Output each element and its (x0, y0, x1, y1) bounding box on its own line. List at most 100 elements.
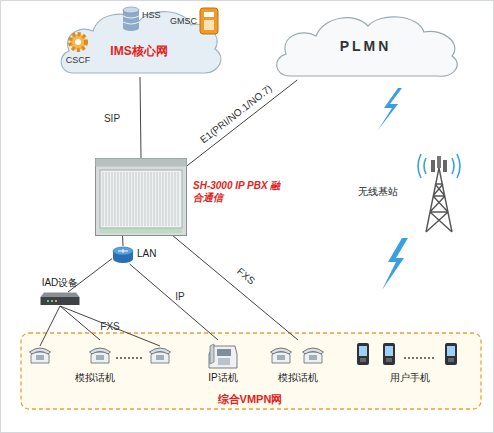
analog-phone-group-shape (303, 348, 324, 354)
analog-phone-group-shape (150, 348, 171, 354)
ip-pbx-chassis-shape (100, 170, 182, 228)
analog-phone-group-shape (304, 352, 322, 363)
gmsc-icon-shape (204, 12, 214, 17)
analog-phone-group: 模拟话机 (25, 340, 175, 386)
ip-pbx-chassis-shape (154, 172, 155, 226)
ip-phone-shape (217, 349, 231, 356)
ip-phone: IP话机 (198, 340, 248, 386)
iad-device-shape (47, 300, 49, 302)
mobile-phone-group-shape (408, 357, 410, 359)
ip-pbx-chassis-shape (103, 172, 104, 226)
analog-phone-group-shape (116, 357, 118, 359)
mobile-phone-group-shape (383, 343, 395, 365)
hss-icon-shape (123, 16, 139, 24)
analog-phone-group-shape (30, 348, 51, 354)
mobile-phone-group-shape (420, 357, 422, 359)
edge-label: SIP (104, 113, 120, 124)
connector-line (140, 77, 141, 158)
mobile-phone-group-shape (357, 343, 369, 365)
analog-phone-group-shape (277, 355, 285, 360)
mobile-phone-group-shape (386, 358, 392, 362)
analog-phone-group-shape (30, 348, 51, 363)
mobile-phone-group-shape (385, 346, 393, 356)
ip-pbx-chassis-shape (157, 172, 158, 226)
mobile-phone-group-shape (359, 346, 367, 356)
ip-pbx-chassis-shape (106, 172, 107, 226)
mobile-phone-group-shape (445, 343, 457, 365)
base-station-tower-shape (431, 160, 435, 172)
analog-phone-group-shape (90, 348, 111, 354)
node-label: IP话机 (198, 372, 248, 384)
base-station-tower-shape (418, 154, 460, 178)
analog-phone-group-shape (36, 355, 44, 360)
analog-phone-group-shape (132, 357, 134, 359)
gmsc-icon-shape (204, 20, 214, 30)
analog-phone-group-shape (272, 352, 290, 363)
connector-line (122, 236, 123, 246)
connector-line (173, 236, 298, 340)
analog-phone-group-shape (124, 357, 126, 359)
edge-label: FXS (235, 266, 257, 287)
ip-phone-shape (209, 344, 237, 368)
analog-phone-group-shape (151, 352, 169, 363)
cscf-icon-shape (70, 34, 86, 50)
mobile-phone-group-shape (445, 343, 457, 365)
analog-phone-group-shape (271, 348, 292, 363)
ip-pbx-chassis-shape (96, 159, 187, 167)
ip-pbx-chassis-shape (136, 172, 137, 226)
ip-pbx-chassis-shape (163, 172, 164, 226)
analog-phone-group-shape (309, 355, 317, 360)
ip-pbx-chassis-shape (127, 172, 128, 226)
mobile-phone-group-shape (357, 343, 369, 365)
analog-phone-group-shape (90, 348, 111, 363)
mobile-phone-group-shape (383, 343, 395, 365)
wireless-bolt (378, 88, 402, 130)
analog-phone-group-shape (91, 352, 109, 363)
vmpn-network-area-shape (21, 333, 481, 409)
node-label: SH-3000 IP PBX 融合通信 (193, 180, 285, 203)
connector-line (68, 259, 112, 292)
connector-line (187, 80, 297, 166)
base-station-tower-art (408, 146, 470, 234)
ip-pbx-chassis-shape (96, 159, 187, 236)
analog-phone-group-shape (140, 357, 142, 359)
ims-core-cloud: IMS核心网HSSCSCFGMSC (55, 5, 225, 77)
wireless-bolt (382, 238, 408, 290)
ip-pbx-chassis-shape (148, 172, 149, 226)
analog-phone-group-shape (31, 352, 49, 363)
ip-pbx-chassis-shape (130, 172, 131, 226)
ip-pbx-chassis-shape (118, 172, 119, 226)
iad-device: IAD设备 (40, 292, 80, 306)
iad-device-shape (41, 297, 80, 305)
ip-pbx-chassis-shape (124, 172, 125, 226)
hss-icon-shape (123, 7, 139, 13)
vmpn-network-area: 综合VMPN网模拟话机IP话机模拟话机用户手机 (20, 332, 482, 410)
ip-pbx-chassis-shape (166, 172, 167, 226)
node-label: CSCF (60, 55, 96, 65)
node-label: LAN (137, 248, 167, 260)
ip-pbx-chassis-art (95, 158, 187, 236)
mobile-phone-group-shape (412, 357, 414, 359)
base-station-tower-shape (426, 168, 452, 232)
node-label: 模拟话机 (262, 372, 334, 384)
mobile-phone-group-shape (404, 357, 406, 359)
connector-line (60, 306, 100, 340)
analog-phone-group-shape (136, 357, 138, 359)
mobile-phone-group-shape (432, 357, 434, 359)
ip-pbx-chassis-shape (100, 229, 182, 233)
ip-pbx-chassis-shape (142, 172, 143, 226)
ip-phone-shape (210, 344, 214, 364)
analog-phone-group: 模拟话机 (262, 340, 334, 386)
mobile-phone-group-shape (360, 358, 366, 362)
node-label: HSS (142, 10, 170, 20)
edge-label: E1(PRI/NO.1/NO.7) (198, 83, 274, 146)
mobile-phone-group: 用户手机 (345, 340, 475, 386)
mobile-phone-group-shape (447, 346, 455, 356)
analog-phone-group-shape (150, 348, 171, 363)
iad-device-shape (41, 293, 80, 298)
iad-device-shape (51, 300, 53, 302)
plmn-cloud: PLMN (268, 8, 463, 80)
node-label: 用户手机 (365, 372, 455, 384)
lan-router: LAN (112, 246, 134, 264)
